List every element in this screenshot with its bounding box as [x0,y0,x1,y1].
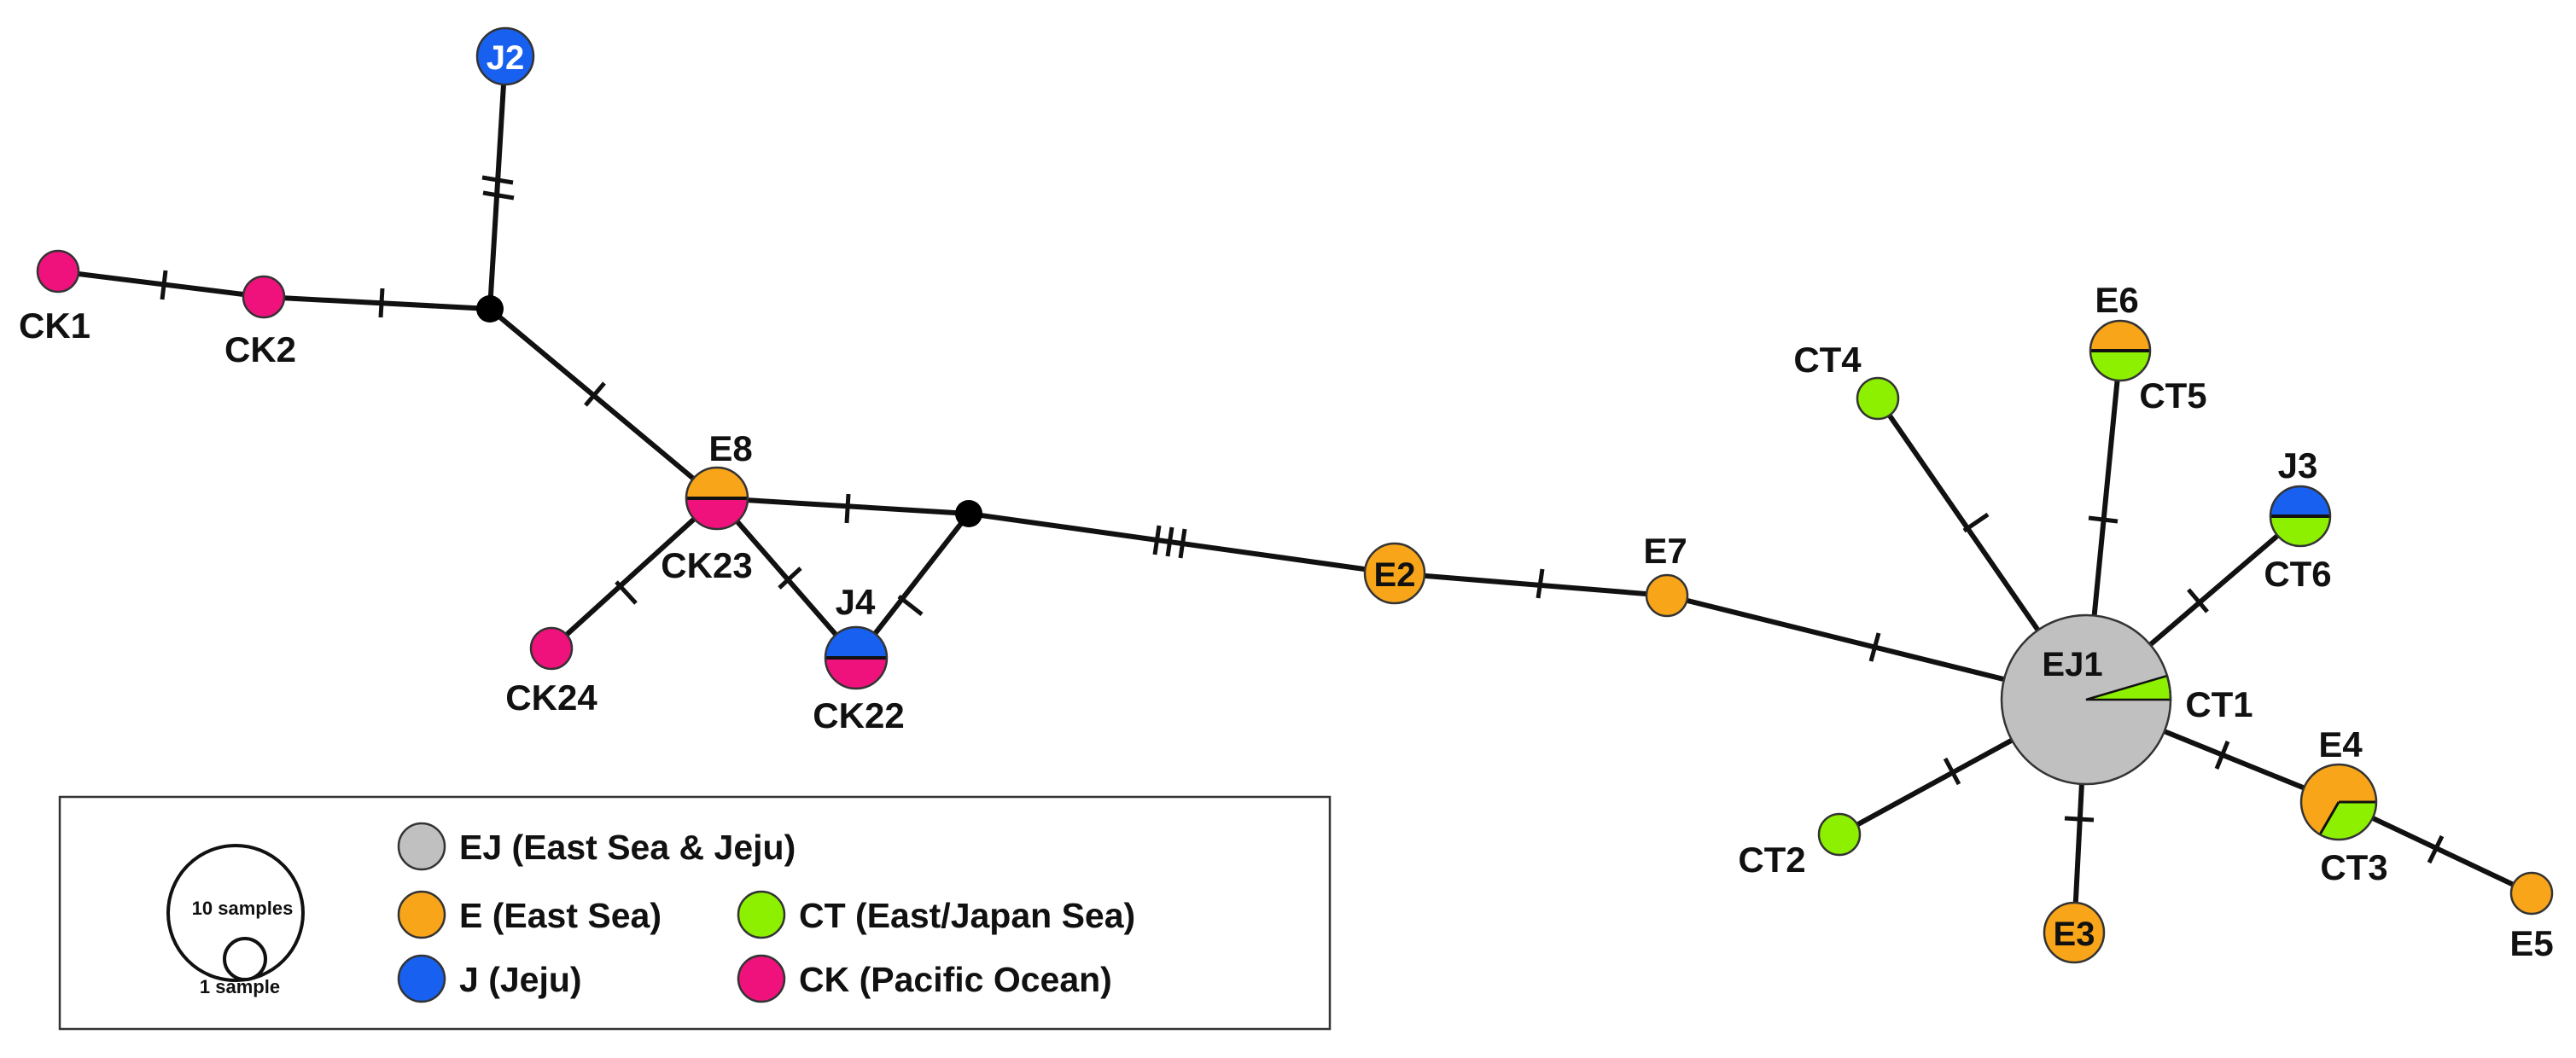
haplotype-node-CT4 [1856,376,1900,421]
median-vector-node [476,295,504,323]
haplotype-node-E2: E2 [1363,542,1426,605]
node-label-CK2: CK2 [224,329,296,369]
haplotype-node-CK2 [242,275,286,319]
legend: 10 samples 1 sample EJ (East Sea & Jeju)… [58,795,1332,1031]
haplotype-node-E3: E3 [2043,901,2106,964]
haplotype-node-CK1 [36,249,80,294]
legend-label-J: J (Jeju) [459,960,582,999]
edge-median1-J2 [487,55,508,310]
legend-swatch-EJ [397,822,446,871]
haplotype-node-J4-CK22 [824,625,889,690]
node-label-CK24: CK24 [505,677,597,718]
edge-median1-E8 [488,306,719,501]
node-label-CT2: CT2 [1738,840,1805,880]
mutation-mark [2064,816,2095,823]
haplotype-node-J3-CT6 [2269,485,2332,548]
node-label-CK22: CK22 [813,695,904,735]
edge-CK1-CK2 [57,269,265,299]
mutation-mark [2214,741,2230,770]
node-label-CT1: CT1 [2185,684,2253,724]
node-label-E4: E4 [2318,724,2363,764]
legend-label-E: E (East Sea) [459,896,661,935]
legend-swatch-J [397,954,446,1003]
mutation-mark [1536,568,1545,599]
size-scale-small [223,937,267,981]
size-scale-large [166,844,305,982]
edge-E8-median2 [716,496,970,516]
median-vector-node [955,500,982,527]
legend-label-CK: CK (Pacific Ocean) [799,960,1112,999]
mutation-mark [615,580,638,605]
node-label-E8: E8 [708,428,752,468]
node-label-J4: J4 [836,582,876,622]
haplotype-node-J2: J2 [475,26,535,86]
legend-label-EJ: EJ (East Sea & Jeju) [459,828,796,867]
mutation-mark [2088,515,2118,524]
node-label-E3: E3 [2054,916,2095,953]
mutation-mark [1152,525,1187,559]
haplotype-nodes: J2 [36,26,2554,964]
edge-CK2-median1 [263,294,491,311]
haplotype-node-E7 [1645,573,1689,618]
mutation-mark [844,493,851,524]
node-label-E6: E6 [2095,280,2138,320]
node-label-E7: E7 [1643,531,1687,571]
mutation-mark [1943,757,1961,786]
legend-label-CT: CT (East/Japan Sea) [799,896,1135,935]
haplotype-node-E6-CT5 [2089,319,2152,382]
mutation-mark [2187,588,2209,613]
haplotype-node-E4-CT3 [2299,763,2378,841]
edge-E8-J4 [714,497,859,660]
mutation-mark [2427,834,2445,864]
node-label-CT3: CT3 [2320,847,2387,887]
haplotype-node-CK24 [529,626,574,671]
mutation-mark [1868,632,1881,662]
node-label-CT6: CT6 [2264,554,2331,594]
haplotype-node-E5 [2509,871,2554,916]
node-label-E5: E5 [2509,923,2553,963]
mutation-marks [160,175,2445,864]
node-label-CK1: CK1 [19,305,90,346]
mutation-mark [778,567,802,590]
node-label-EJ1: EJ1 [2042,646,2102,683]
mutation-mark [1962,512,1990,533]
mutation-mark [160,270,168,300]
node-label-J2: J2 [487,39,525,77]
mutation-mark [378,288,385,318]
mutation-mark [584,381,606,407]
size-scale-small-label: 1 sample [200,976,280,997]
node-label-CT5: CT5 [2139,375,2206,416]
haplotype-labels: CK1 CK2 E8 CK23 CK24 J4 CK22 E7 CT1 CT4 … [19,280,2554,963]
mutation-mark [481,175,515,201]
haplotype-node-E8-CK23 [685,466,749,531]
legend-swatch-CT [737,890,786,939]
haplotype-node-CT2 [1817,812,1862,857]
node-label-E2: E2 [1374,556,1416,594]
node-label-J3: J3 [2278,445,2318,485]
size-scale-large-label: 10 samples [192,898,294,919]
node-label-CK23: CK23 [661,545,752,585]
legend-swatch-CK [737,954,786,1003]
edge-E8-CK24 [549,496,720,651]
haplotype-node-EJ1-CT1: EJ1 [2000,613,2172,786]
mutation-mark [897,595,924,616]
node-label-CT4: CT4 [1793,340,1862,380]
legend-swatch-E [397,890,446,939]
edge-E2-E7 [1394,571,1668,598]
